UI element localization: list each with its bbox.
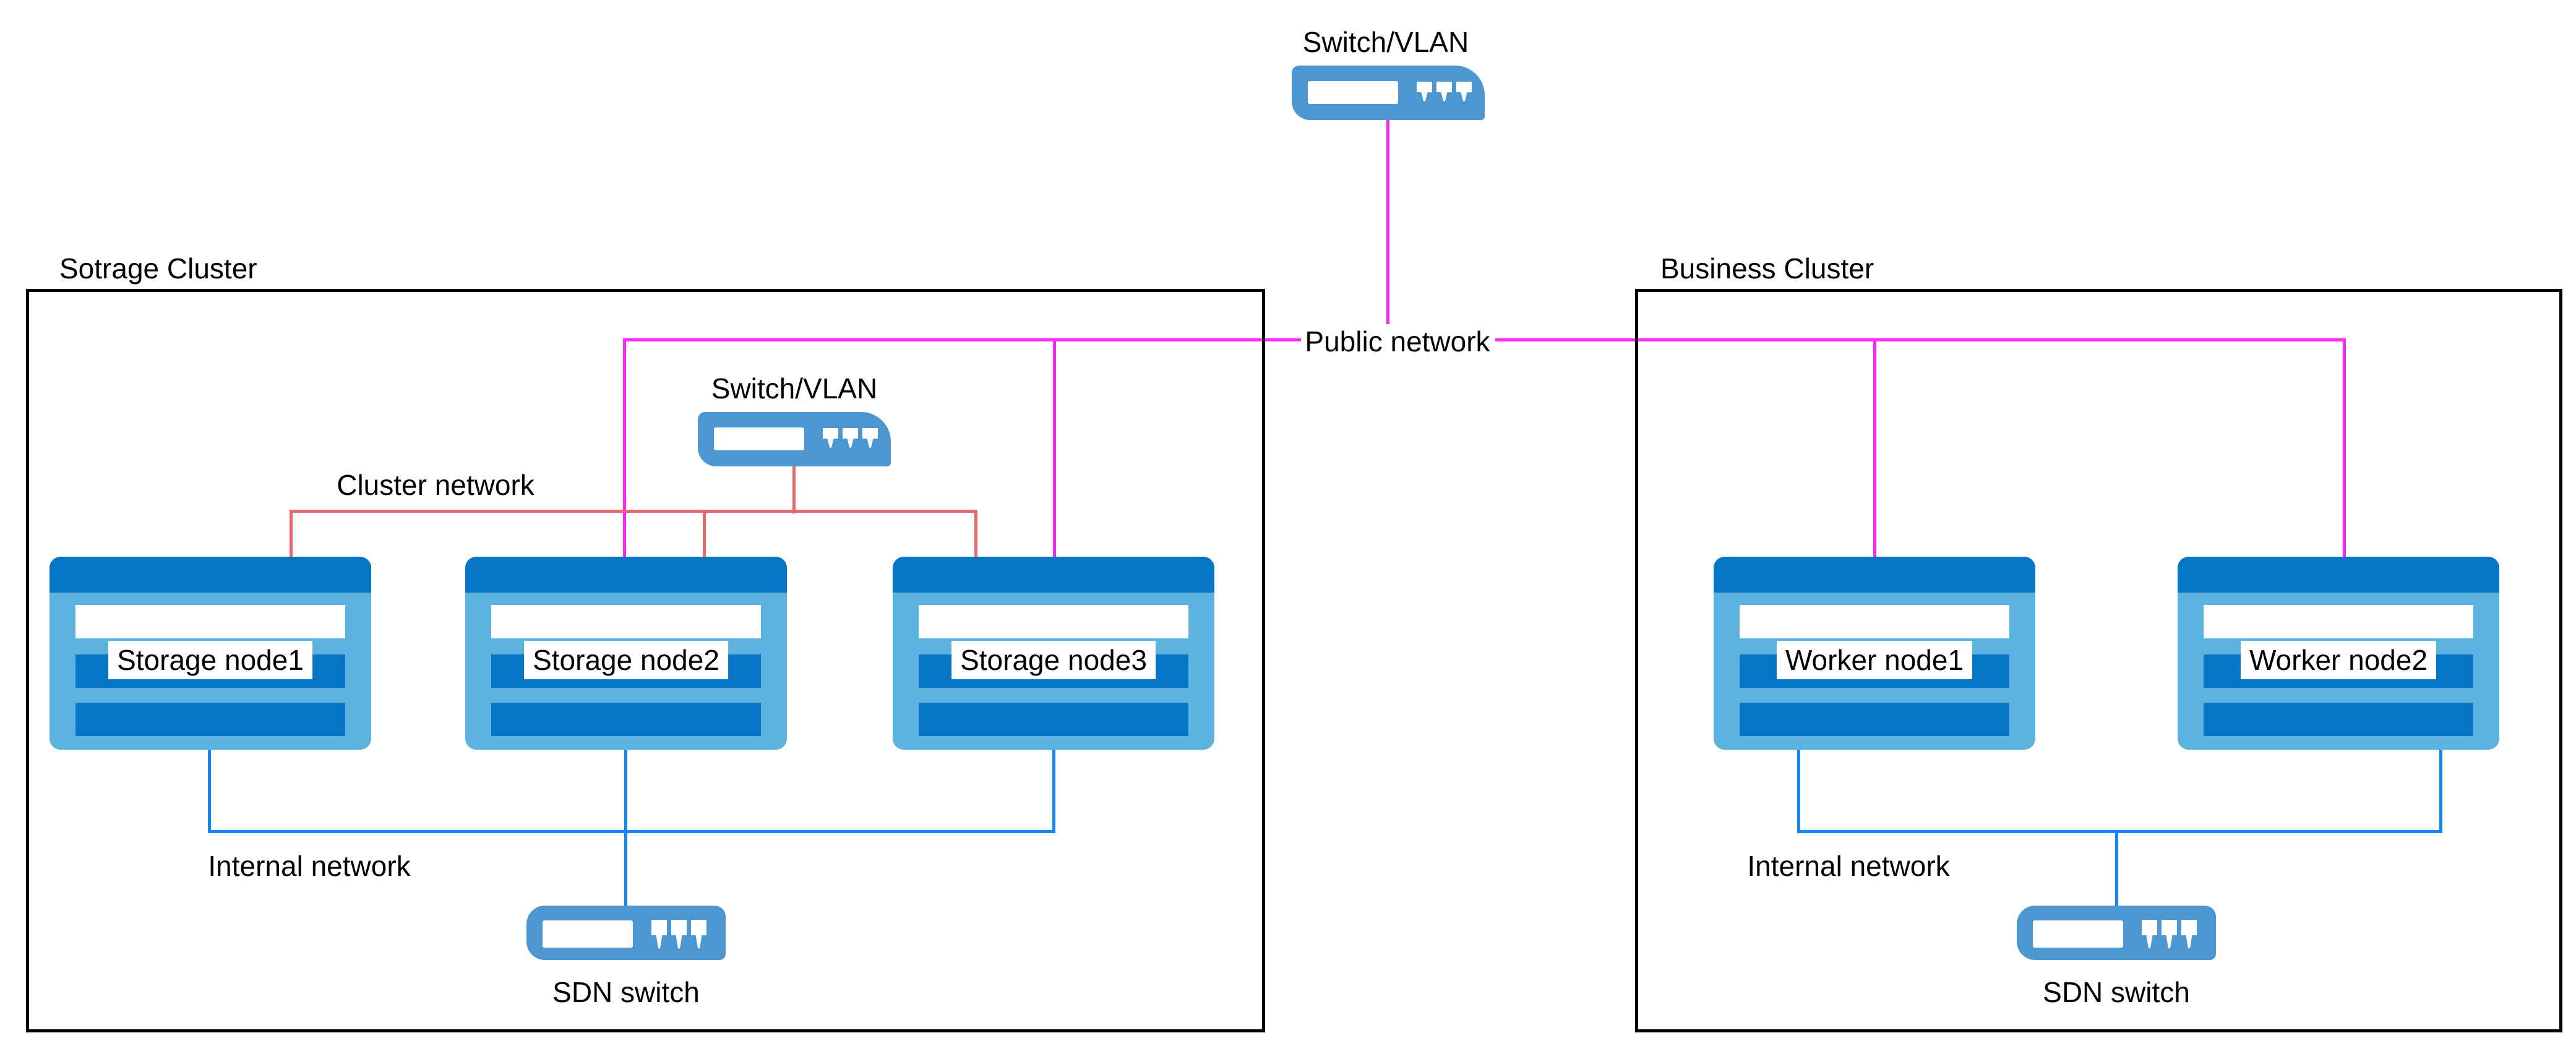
node-bar bbox=[2204, 703, 2473, 736]
public-network-line bbox=[1495, 338, 2346, 341]
switch-slot bbox=[714, 427, 804, 450]
business-cluster-box bbox=[1635, 289, 2562, 1032]
storage-internal-network-label: Internal network bbox=[208, 850, 411, 882]
cluster-network-label: Cluster network bbox=[337, 469, 535, 501]
worker-node-2: Worker node2 bbox=[2178, 557, 2499, 750]
storage-cluster-box bbox=[26, 289, 1265, 1032]
cluster-network-line bbox=[792, 465, 796, 513]
public-network-line bbox=[2343, 338, 2346, 560]
node-bar bbox=[75, 703, 345, 736]
public-network-line bbox=[1053, 338, 1056, 560]
switch-vlan-icon bbox=[698, 412, 891, 466]
cluster-network-line bbox=[290, 510, 293, 560]
port-icon bbox=[862, 428, 878, 448]
internal-network-line bbox=[208, 748, 211, 833]
port-icon bbox=[1436, 82, 1452, 101]
node-header bbox=[1714, 557, 2035, 593]
storage-switch-label: Switch/VLAN bbox=[711, 372, 878, 405]
switch-slot bbox=[2033, 920, 2123, 948]
node-label: Storage node2 bbox=[524, 641, 728, 679]
internal-network-line bbox=[208, 830, 1055, 833]
sdn-switch-icon bbox=[2017, 906, 2216, 960]
node-label: Worker node2 bbox=[2240, 641, 2437, 679]
internal-network-line bbox=[2439, 748, 2442, 833]
port-icon bbox=[2181, 920, 2197, 949]
business-cluster-title: Business Cluster bbox=[1660, 252, 1874, 285]
node-header bbox=[49, 557, 371, 593]
storage-node-1: Storage node1 bbox=[49, 557, 371, 750]
switch-slot bbox=[1308, 81, 1398, 104]
node-bar bbox=[491, 703, 761, 736]
cluster-network-line bbox=[974, 510, 977, 560]
cluster-network-line bbox=[703, 510, 706, 560]
node-slot bbox=[2204, 605, 2473, 638]
node-header bbox=[893, 557, 1214, 593]
port-icon bbox=[2142, 920, 2157, 949]
public-network-line bbox=[623, 338, 626, 560]
worker-node-1: Worker node1 bbox=[1714, 557, 2035, 750]
node-header bbox=[2178, 557, 2499, 593]
port-icon bbox=[651, 920, 667, 949]
node-bar bbox=[919, 703, 1188, 736]
public-network-line bbox=[623, 338, 1301, 341]
node-header bbox=[465, 557, 787, 593]
business-sdn-switch-label: SDN switch bbox=[2043, 976, 2190, 1008]
port-icon bbox=[2162, 920, 2177, 949]
port-icon bbox=[1417, 82, 1432, 101]
switch-slot bbox=[543, 920, 633, 948]
node-label: Storage node1 bbox=[108, 641, 312, 679]
public-network-line bbox=[1873, 338, 1876, 560]
storage-node-2: Storage node2 bbox=[465, 557, 787, 750]
node-slot bbox=[919, 605, 1188, 638]
internal-network-line bbox=[1797, 748, 1800, 833]
sdn-switch-icon bbox=[526, 906, 726, 960]
internal-network-line bbox=[624, 748, 627, 908]
storage-node-3: Storage node3 bbox=[893, 557, 1214, 750]
storage-sdn-switch-label: SDN switch bbox=[552, 976, 700, 1008]
node-label: Worker node1 bbox=[1776, 641, 1973, 679]
node-slot bbox=[75, 605, 345, 638]
internal-network-line bbox=[1052, 748, 1055, 833]
switch-vlan-icon bbox=[1292, 66, 1485, 120]
internal-network-line bbox=[1797, 830, 2442, 833]
port-icon bbox=[823, 428, 838, 448]
port-icon bbox=[691, 920, 706, 949]
node-label: Storage node3 bbox=[951, 641, 1156, 679]
cluster-network-line bbox=[290, 510, 977, 513]
public-network-label: Public network bbox=[1305, 325, 1490, 358]
public-network-line bbox=[1386, 120, 1389, 324]
top-switch-label: Switch/VLAN bbox=[1302, 26, 1469, 58]
node-bar bbox=[1740, 703, 2009, 736]
internal-network-line bbox=[2115, 830, 2118, 908]
port-icon bbox=[1456, 82, 1472, 101]
storage-cluster-title: Sotrage Cluster bbox=[59, 252, 257, 285]
node-slot bbox=[1740, 605, 2009, 638]
node-slot bbox=[491, 605, 761, 638]
port-icon bbox=[843, 428, 858, 448]
business-internal-network-label: Internal network bbox=[1747, 850, 1950, 882]
port-icon bbox=[671, 920, 687, 949]
